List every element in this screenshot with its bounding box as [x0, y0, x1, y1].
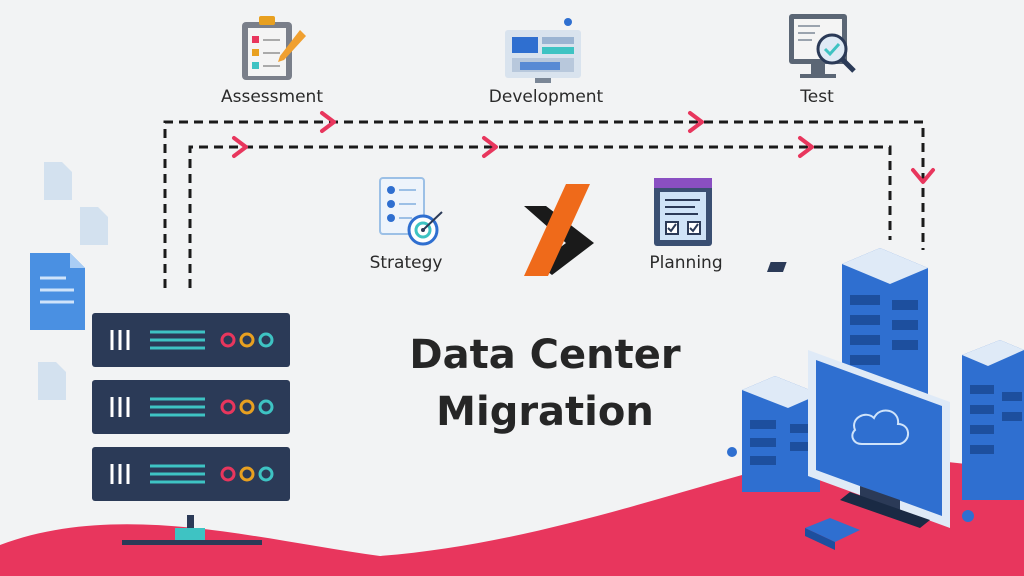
- flow-arrows: [232, 111, 935, 184]
- step-label-strategy: Strategy: [369, 253, 443, 273]
- step-label-development: Development: [488, 87, 604, 107]
- step-label-test: Test: [800, 87, 834, 107]
- target-data-center: [727, 248, 1024, 550]
- migration-path-inner: [188, 145, 892, 288]
- source-server-stack: [90, 313, 292, 545]
- migration-path-outer: [163, 120, 925, 288]
- diagram-title-line1: Data Center: [409, 332, 681, 378]
- dev-dashboard-icon: [505, 18, 581, 83]
- step-label-planning: Planning: [649, 253, 723, 273]
- step-label-assessment: Assessment: [221, 87, 323, 107]
- planning-board-icon: [654, 178, 712, 246]
- strategy-target-icon: [379, 177, 443, 246]
- document-icons: [30, 162, 108, 400]
- clipboard-icon: [242, 16, 306, 80]
- test-monitor-icon: [789, 14, 856, 78]
- diagram-title-line2: Migration: [436, 389, 654, 435]
- company-logo: [524, 184, 594, 276]
